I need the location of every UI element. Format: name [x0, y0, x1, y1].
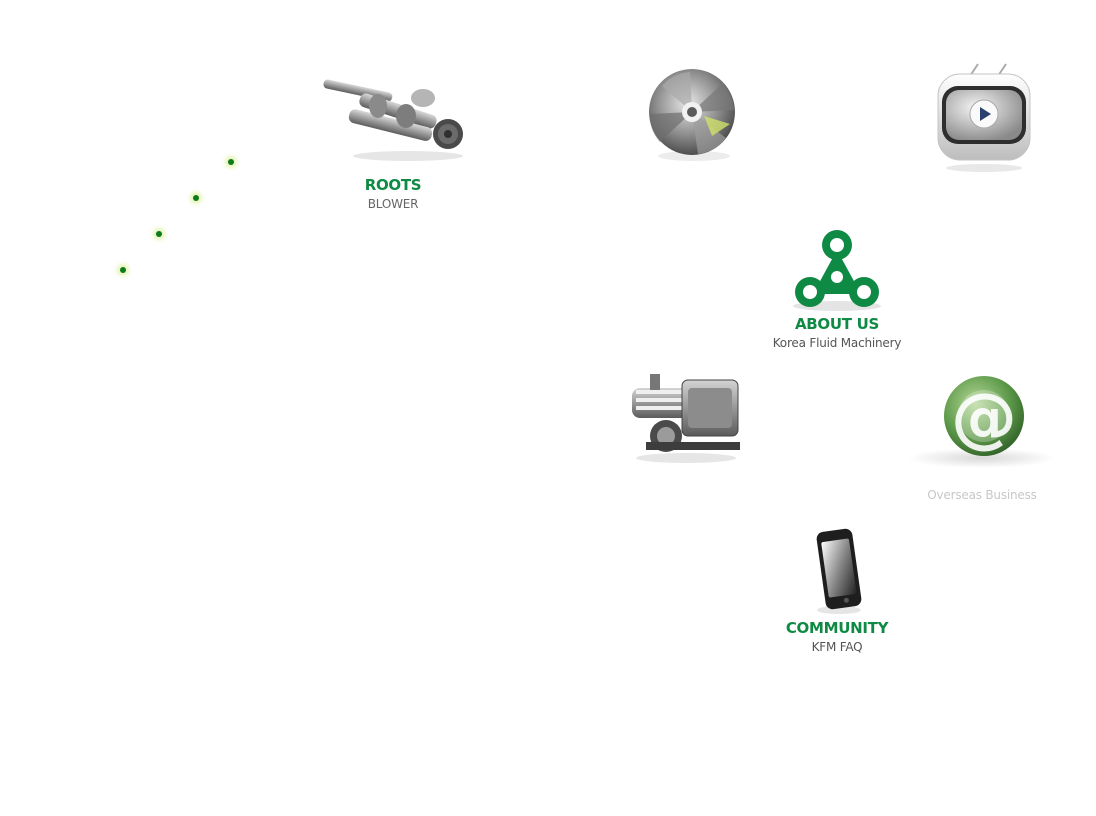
decorative-dot: [228, 159, 234, 165]
decorative-dot: [156, 231, 162, 237]
tile-subtitle: Overseas Business: [927, 488, 1037, 502]
tile-title: ROOTS: [364, 176, 422, 194]
community-tile[interactable]: COMMUNITY KFM FAQ: [767, 528, 907, 654]
roots-blower-tile[interactable]: ROOTS BLOWER: [318, 76, 468, 211]
roots-blower-rotor-icon: [318, 76, 468, 162]
at-sign-email-icon: @: [906, 372, 1058, 468]
tile-subtitle: Korea Fluid Machinery: [772, 336, 902, 350]
blower-package-machine-icon: [626, 370, 744, 464]
tv-play-video-icon: [932, 62, 1036, 174]
video-tile[interactable]: [932, 62, 1036, 174]
decorative-dot: [120, 267, 126, 273]
overseas-business-tile[interactable]: @ Overseas Business: [906, 372, 1058, 502]
tile-title: [906, 474, 1058, 488]
smartphone-icon: [811, 528, 863, 616]
tile-subtitle: KFM FAQ: [811, 640, 863, 654]
tile-title: ABOUT US: [794, 315, 879, 333]
turbo-impeller-icon: [642, 66, 742, 166]
tile-title: COMMUNITY: [785, 619, 889, 637]
tile-subtitle: BLOWER: [367, 197, 419, 211]
tri-circle-logo-icon: [791, 228, 883, 312]
blower-package-tile[interactable]: [626, 370, 744, 464]
svg-text:@: @: [951, 379, 1017, 456]
about-us-tile[interactable]: ABOUT US Korea Fluid Machinery: [757, 228, 917, 350]
decorative-dot: [193, 195, 199, 201]
turbo-impeller-tile[interactable]: [642, 66, 742, 166]
